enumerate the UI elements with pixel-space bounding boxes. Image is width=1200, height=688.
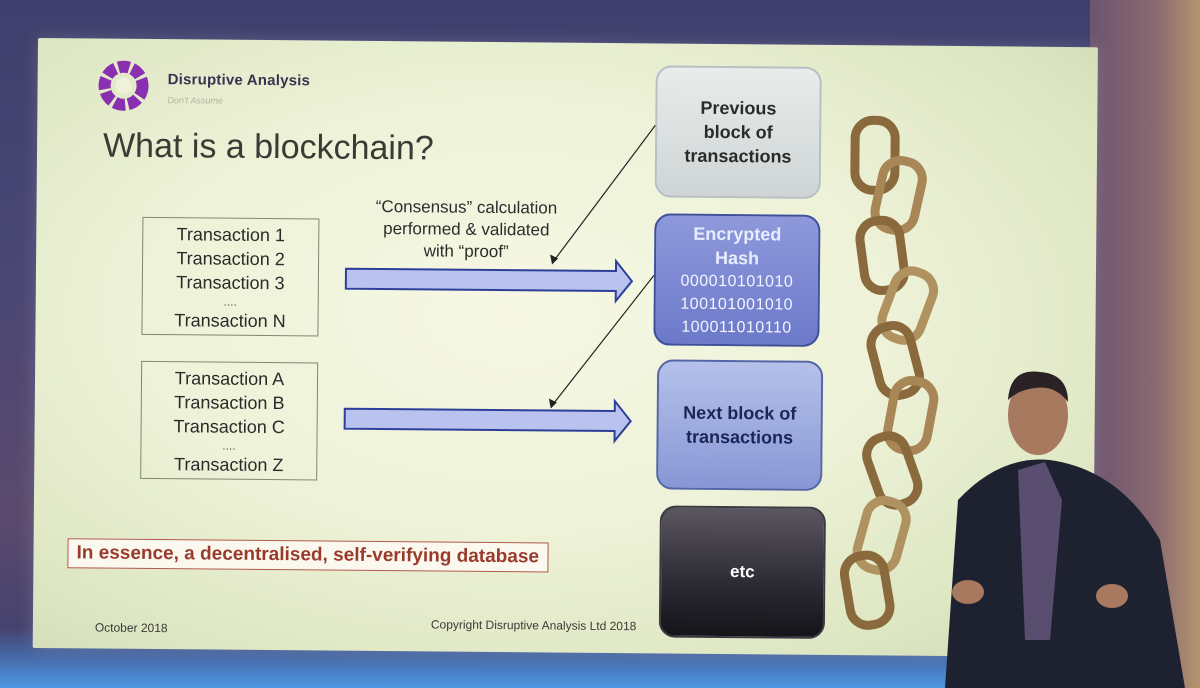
logo-ring-icon [98,60,149,111]
arrow-to-hash [344,258,634,304]
presenter-hair [1008,371,1068,402]
presenter-hand-left [952,580,984,604]
diagram-arrows [343,115,939,630]
presenter-body [945,459,1185,688]
presenter-hand-right [1096,584,1128,608]
pointer-head-previous [550,254,559,265]
pointer-line-previous [553,125,656,261]
chain-image [839,115,939,630]
pointer-line-hash [552,275,655,405]
presenter-shirt [1018,462,1062,640]
projected-slide: Disruptive Analysis Don't Assume What is… [32,38,1098,658]
presenter-head [1008,375,1068,455]
pointer-head-hash [548,398,557,409]
arrow-to-next-block [343,398,632,444]
